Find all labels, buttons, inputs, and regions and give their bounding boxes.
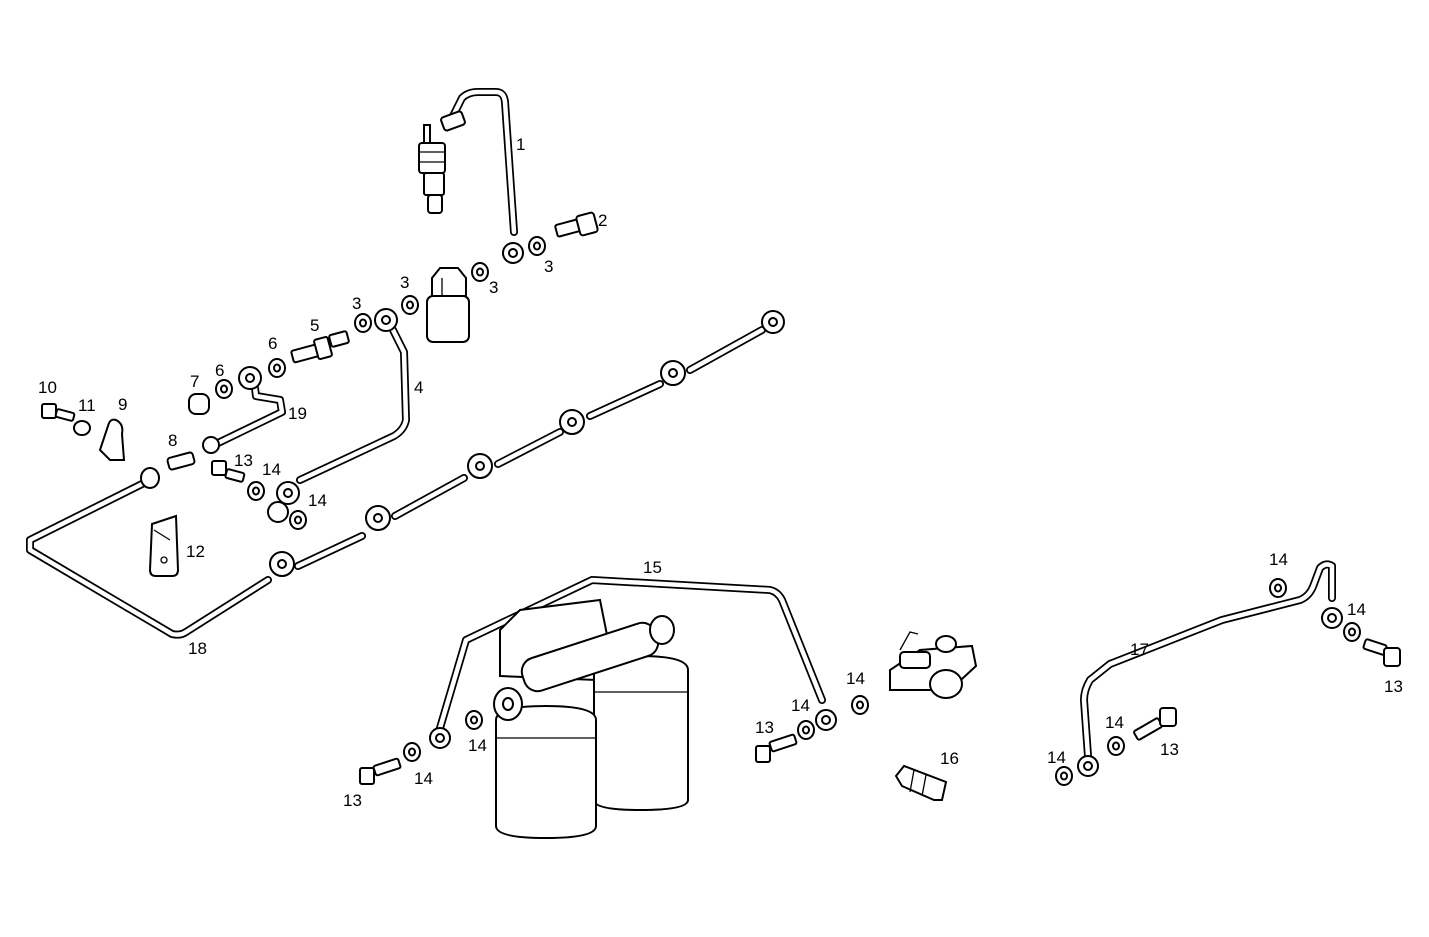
callout-labels: 1 2 3 3 3 3 4 5 6 6 7 8 9 10 11 12 13 14… xyxy=(38,135,1403,810)
callout-7: 7 xyxy=(190,372,199,391)
callout-3: 3 xyxy=(544,257,553,276)
callout-6: 6 xyxy=(268,334,277,353)
callout-1: 1 xyxy=(516,135,525,154)
callout-9: 9 xyxy=(118,395,127,414)
callout-19: 19 xyxy=(288,404,307,423)
double-fuel-filter xyxy=(493,598,689,840)
washer-14-right-c xyxy=(1107,736,1125,756)
union-8 xyxy=(166,451,196,471)
washer-14-filter-d xyxy=(851,695,869,715)
callout-16: 16 xyxy=(940,749,959,768)
washer-3d xyxy=(354,313,372,333)
washer-14-left-a xyxy=(247,481,265,501)
washer-14-right-a xyxy=(1269,578,1287,598)
pipe-15 xyxy=(429,576,837,749)
callout-13: 13 xyxy=(1384,677,1403,696)
callout-18: 18 xyxy=(188,639,207,658)
callout-13: 13 xyxy=(234,451,253,470)
callout-5: 5 xyxy=(310,316,319,335)
callout-10: 10 xyxy=(38,378,57,397)
washer-14-right-d xyxy=(1055,766,1073,786)
callout-17: 17 xyxy=(1130,640,1149,659)
banjo-bolt-5 xyxy=(290,330,350,364)
cap-7 xyxy=(188,393,210,415)
bolt-13-filter-left xyxy=(359,757,402,785)
callout-13: 13 xyxy=(343,791,362,810)
callout-12: 12 xyxy=(186,542,205,561)
banjo-eye-4 xyxy=(267,501,289,523)
washer-14-filter-c xyxy=(797,720,815,740)
temperature-sender xyxy=(418,124,446,214)
pipe-4 xyxy=(276,308,410,505)
washer-14-left-b xyxy=(289,510,307,530)
pipe-18 xyxy=(26,310,785,639)
bolt-2 xyxy=(554,211,599,238)
washer-14-right-b xyxy=(1343,622,1361,642)
callout-4: 4 xyxy=(414,378,423,397)
callout-2: 2 xyxy=(598,211,607,230)
callout-14: 14 xyxy=(308,491,327,510)
callout-3: 3 xyxy=(352,294,361,313)
washer-11 xyxy=(73,420,91,436)
washer-6b xyxy=(215,379,233,399)
pipe-17 xyxy=(1077,560,1343,777)
callout-11: 11 xyxy=(78,396,96,415)
callout-14: 14 xyxy=(262,460,281,479)
callout-14: 14 xyxy=(468,736,487,755)
callout-14: 14 xyxy=(1347,600,1366,619)
callout-14: 14 xyxy=(414,769,433,788)
bolt-13-right-b xyxy=(1133,707,1177,741)
clip-9 xyxy=(98,418,126,461)
callout-14: 14 xyxy=(791,696,810,715)
washer-14-filter-b xyxy=(403,742,421,762)
callout-13: 13 xyxy=(1160,740,1179,759)
callout-14: 14 xyxy=(1105,713,1124,732)
callout-6: 6 xyxy=(215,361,224,380)
bolt-13-filter-right xyxy=(755,733,798,763)
bolt-13-right-a xyxy=(1362,638,1401,667)
callout-14: 14 xyxy=(846,669,865,688)
washer-14-filter-a xyxy=(465,710,483,730)
filter-canister-small xyxy=(426,267,470,343)
pipe-1 xyxy=(440,88,524,264)
callout-8: 8 xyxy=(168,431,177,450)
callout-3: 3 xyxy=(489,278,498,297)
connector-16 xyxy=(894,764,948,801)
pipe-19 xyxy=(202,366,286,454)
callout-14: 14 xyxy=(1047,748,1066,767)
bolt-10 xyxy=(41,403,76,422)
washer-3a xyxy=(528,236,546,256)
callout-13: 13 xyxy=(755,718,774,737)
tee-fitting xyxy=(889,631,978,699)
callout-14: 14 xyxy=(1269,550,1288,569)
callout-15: 15 xyxy=(643,558,662,577)
washer-3c xyxy=(401,295,419,315)
washer-3b xyxy=(471,262,489,282)
washer-6a xyxy=(268,358,286,378)
bolt-13-left xyxy=(211,460,246,483)
bracket-12 xyxy=(148,514,180,577)
callout-3: 3 xyxy=(400,273,409,292)
